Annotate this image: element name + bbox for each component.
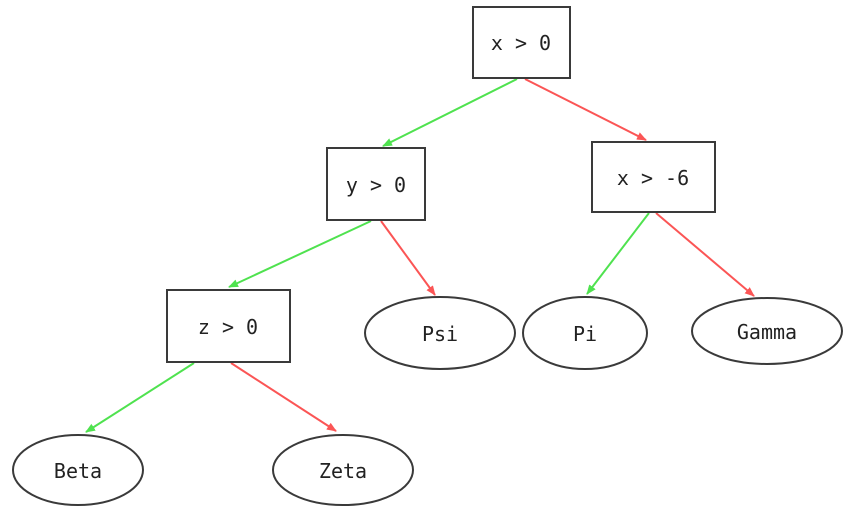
node-xm6: x > -6 — [591, 141, 716, 213]
edge-x0-to-xm6-false — [524, 78, 647, 141]
edge-y0-to-z0-true — [228, 220, 372, 288]
node-beta: Beta — [12, 434, 144, 506]
node-xm6-label: x > -6 — [617, 166, 689, 190]
node-x0-label: x > 0 — [491, 31, 551, 55]
node-psi-ellipse — [364, 296, 516, 370]
node-gamma-ellipse — [691, 297, 843, 365]
edge-z0-to-zeta-false — [230, 362, 337, 432]
node-zeta-ellipse — [272, 434, 414, 506]
node-x0: x > 0 — [472, 6, 571, 79]
node-pi-label: Pi — [573, 322, 597, 346]
edges-layer — [85, 78, 755, 433]
node-z0-label: z > 0 — [198, 315, 258, 339]
node-pi: Pi — [522, 296, 648, 370]
edge-z0-to-beta-true — [85, 362, 195, 433]
node-zeta: Zeta — [272, 434, 414, 506]
node-gamma-label: Gamma — [737, 320, 797, 344]
node-psi-label: Psi — [422, 322, 458, 346]
edge-xm6-to-gamma-false — [655, 212, 755, 297]
node-beta-ellipse — [12, 434, 144, 506]
node-zeta-label: Zeta — [319, 459, 367, 483]
node-y0: y > 0 — [326, 147, 426, 221]
edge-x0-to-y0-true — [382, 78, 518, 147]
node-pi-ellipse — [522, 296, 648, 370]
node-xm6-box — [591, 141, 716, 213]
node-z0: z > 0 — [166, 289, 291, 363]
node-x0-box — [472, 6, 571, 79]
node-z0-box — [166, 289, 291, 363]
node-psi: Psi — [364, 296, 516, 370]
node-beta-label: Beta — [54, 459, 102, 483]
node-gamma: Gamma — [691, 297, 843, 365]
edge-y0-to-psi-false — [380, 220, 436, 296]
edge-xm6-to-pi-true — [586, 212, 650, 295]
node-y0-label: y > 0 — [346, 173, 406, 197]
node-y0-box — [326, 147, 426, 221]
